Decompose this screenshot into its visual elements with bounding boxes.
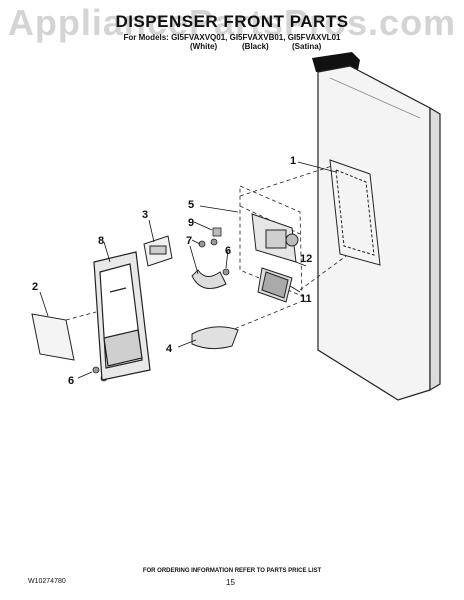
dispenser-module xyxy=(251,213,299,263)
page-number: 15 xyxy=(226,578,235,587)
callout-part-3: 3 xyxy=(142,209,148,221)
callout-part-1: 1 xyxy=(290,155,296,167)
callout-part-9: 9 xyxy=(188,217,194,229)
display-cover xyxy=(31,313,75,361)
callout-part-5: 5 xyxy=(188,199,194,211)
finish-white: (White) xyxy=(190,42,218,51)
callout-part-6-lower: 6 xyxy=(68,375,74,387)
callout-part-8: 8 xyxy=(98,235,104,247)
callout-part-11: 11 xyxy=(300,293,312,305)
document-number: W10274780 xyxy=(28,578,66,585)
page-title: DISPENSER FRONT PARTS xyxy=(115,12,349,31)
dispenser-lever xyxy=(257,267,293,303)
screws xyxy=(92,238,230,382)
callout-part-6-upper: 6 xyxy=(225,245,231,257)
control-board xyxy=(143,235,173,267)
dispenser-frame xyxy=(93,251,151,381)
ordering-note: FOR ORDERING INFORMATION REFER TO PARTS … xyxy=(142,568,322,574)
model-list: For Models: GI5FVAXVQ01, GI5FVAXVB01, GI… xyxy=(123,33,341,42)
water-chute xyxy=(191,269,227,289)
callout-part-7: 7 xyxy=(186,235,192,247)
leader-lines xyxy=(39,161,337,379)
callout-labels: 1 2 3 4 5 6 6 7 8 9 11 12 xyxy=(32,155,312,387)
finish-black: (Black) xyxy=(242,42,269,51)
callout-part-12: 12 xyxy=(300,253,312,265)
finish-satina: (Satina) xyxy=(292,42,322,51)
drip-tray xyxy=(191,326,239,350)
refrigerator-door xyxy=(317,65,441,401)
callout-part-4: 4 xyxy=(166,343,173,355)
dispenser-recess xyxy=(329,159,381,266)
small-bracket xyxy=(212,227,222,237)
callout-part-2: 2 xyxy=(32,281,38,293)
